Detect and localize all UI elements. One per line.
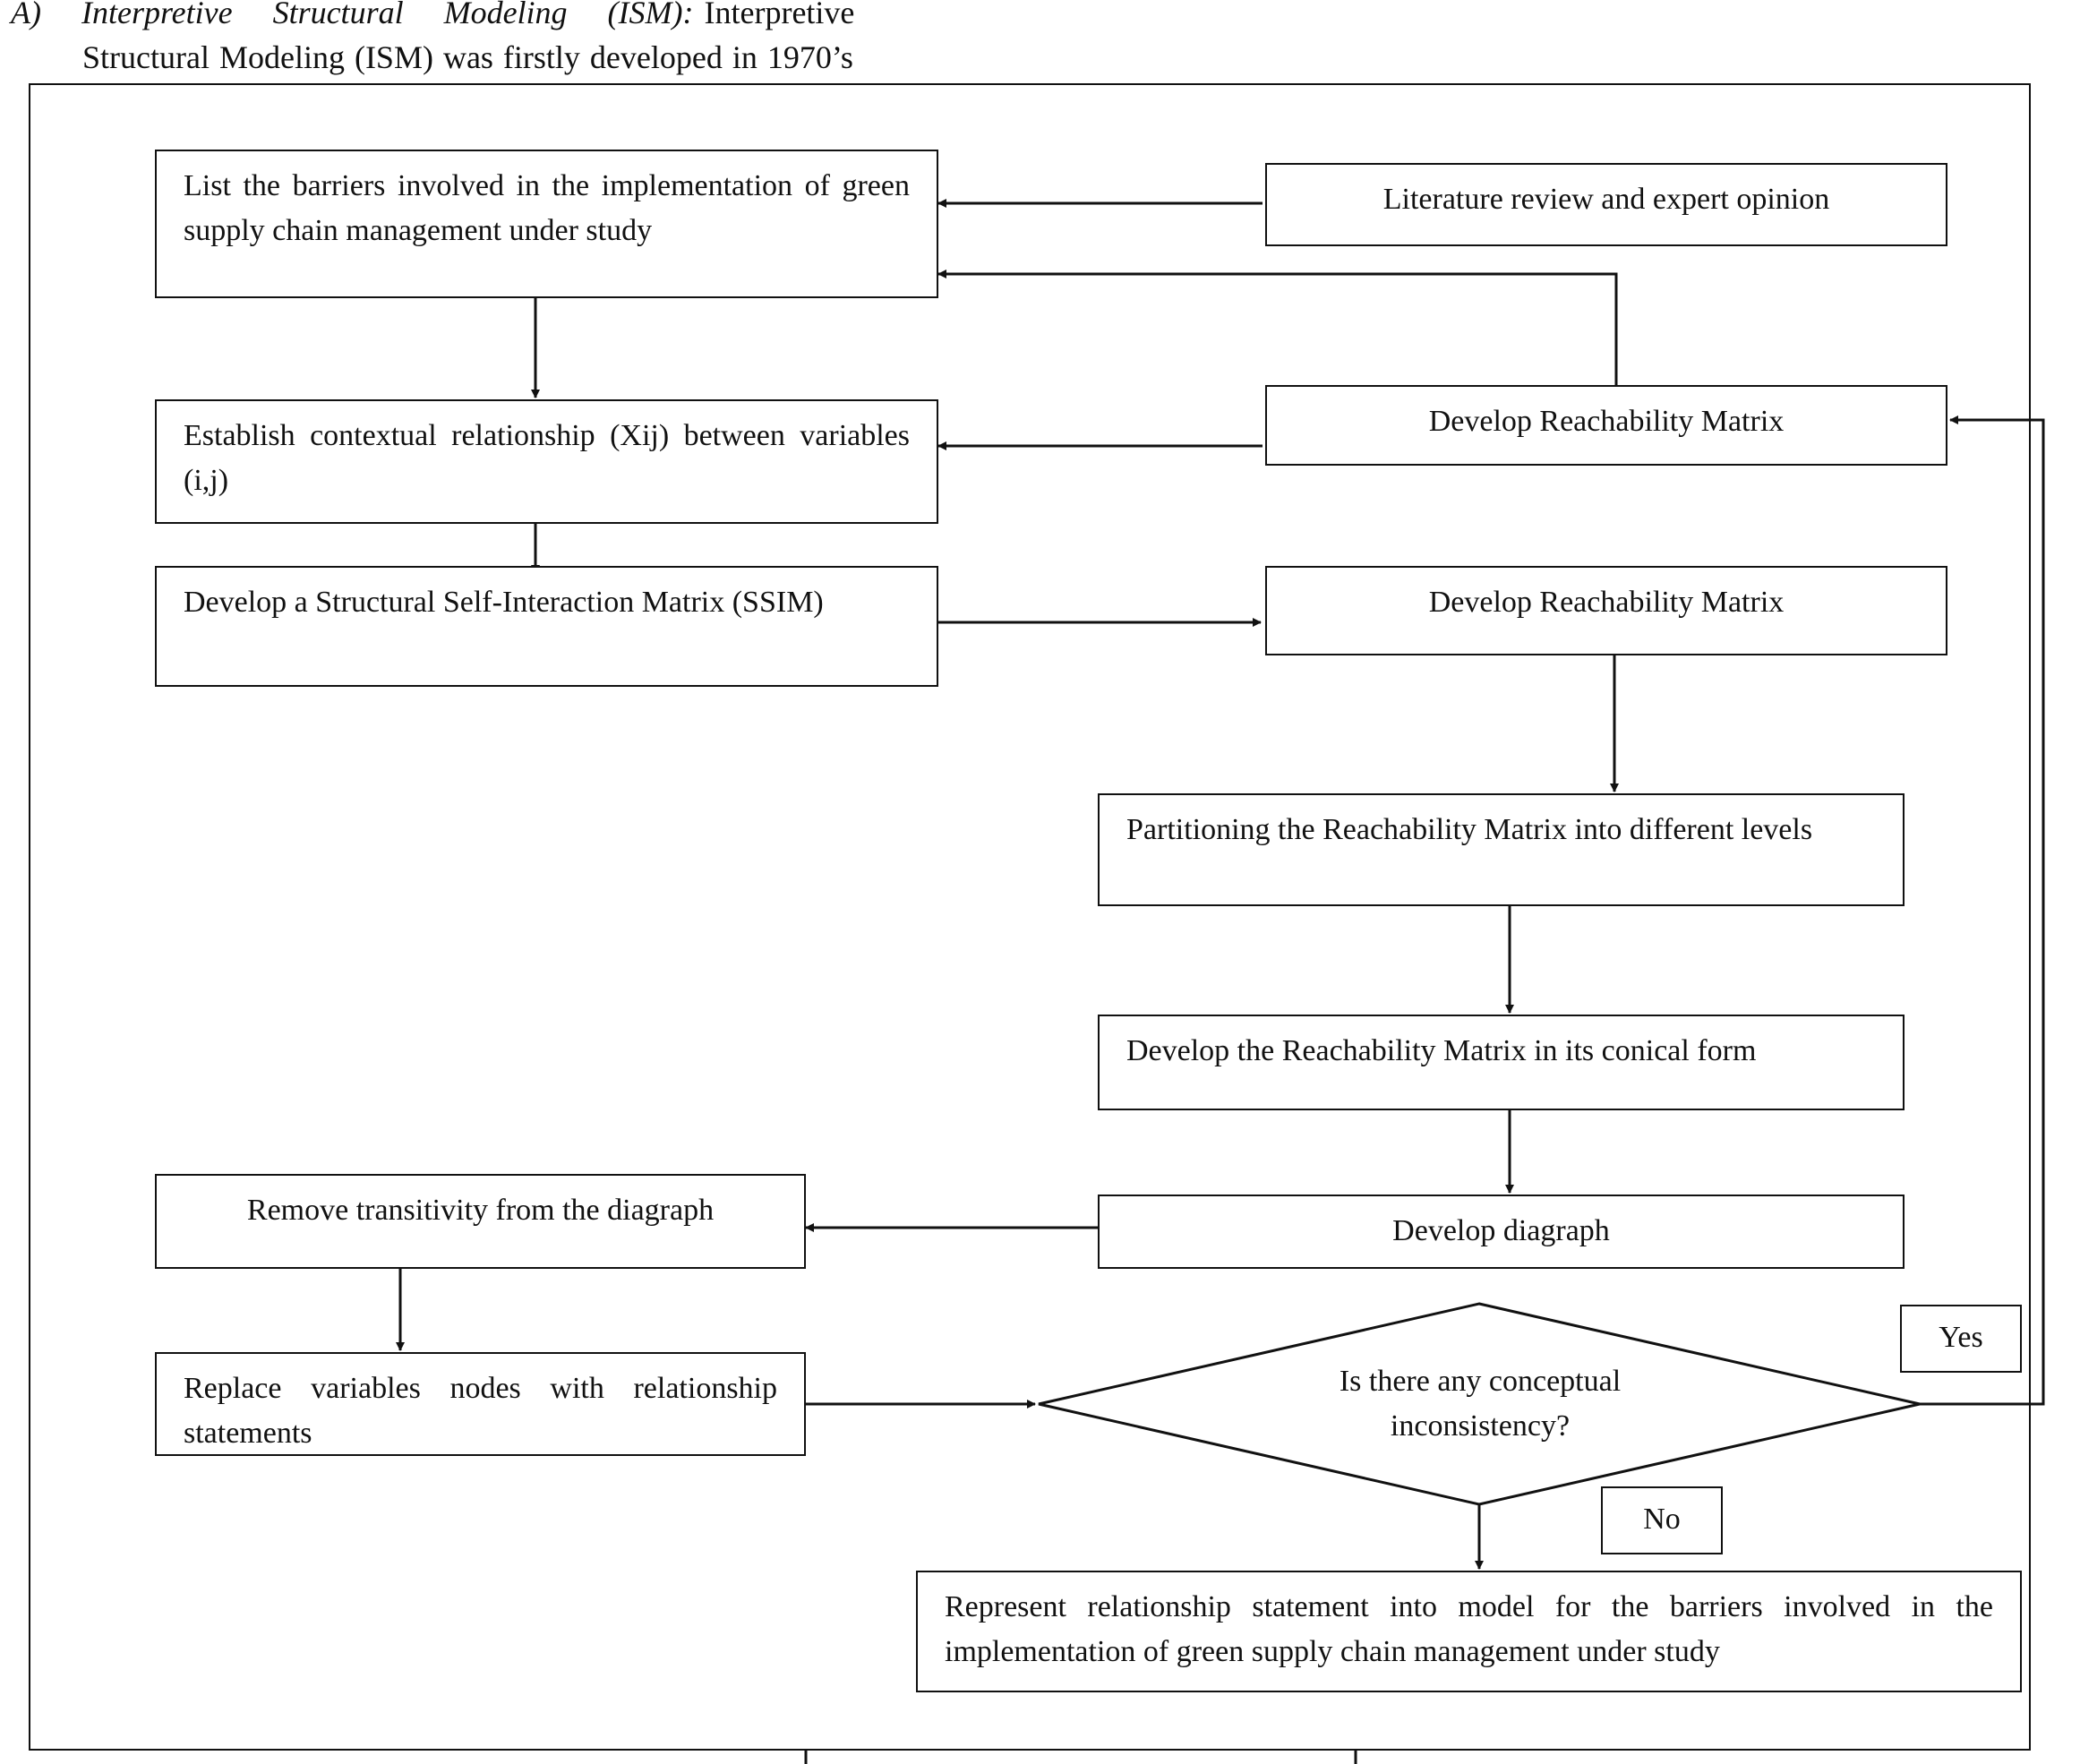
box-develop-ssim-text: Develop a Structural Self-Interaction Ma… [184,586,824,619]
box-establish-relationship-text: Establish contextual relationship (Xij) … [184,419,910,497]
box-conical-form: Develop the Reachability Matrix in its c… [1098,1015,1905,1110]
decision-diamond [1038,1302,1921,1506]
decision-text-line2: inconsistency? [1390,1409,1571,1443]
box-establish-relationship: Establish contextual relationship (Xij) … [155,399,938,524]
section-heading-line2: Structural Modeling (ISM) was firstly de… [82,39,853,75]
decision-text-line1: Is there any conceptual [1339,1365,1622,1398]
label-no: No [1601,1486,1723,1554]
box-develop-reachability-top-text: Develop Reachability Matrix [1428,405,1785,438]
arrow-reachability-top-to-list [937,270,1618,385]
section-heading-italic: A) Interpretive Structural Modeling (ISM… [11,0,694,30]
box-replace-variables: Replace variables nodes with relationshi… [155,1352,806,1456]
box-develop-reachability-mid-text: Develop Reachability Matrix [1428,586,1785,619]
section-heading-rest: Interpretive [704,0,855,30]
box-literature-review: Literature review and expert opinion [1265,163,1947,246]
arrow-decision-yes-to-reachability-top [1920,415,2045,1406]
box-remove-transitivity-text: Remove transitivity from the diagraph [246,1194,715,1227]
box-list-barriers-text: List the barriers involved in the implem… [184,169,910,247]
box-replace-variables-text: Replace variables nodes with relationshi… [184,1372,777,1450]
section-heading: A) Interpretive Structural Modeling (ISM… [11,0,854,32]
box-partitioning-text: Partitioning the Reachability Matrix int… [1126,813,1813,846]
label-yes: Yes [1900,1305,2022,1373]
box-represent-model-text: Represent relationship statement into mo… [945,1590,1993,1668]
figure-frame [29,83,2031,1751]
box-remove-transitivity: Remove transitivity from the diagraph [155,1174,806,1269]
box-develop-reachability-mid: Develop Reachability Matrix [1265,566,1947,655]
box-develop-ssim: Develop a Structural Self-Interaction Ma… [155,566,938,687]
box-conical-form-text: Develop the Reachability Matrix in its c… [1126,1034,1757,1067]
box-list-barriers: List the barriers involved in the implem… [155,150,938,298]
box-develop-reachability-top: Develop Reachability Matrix [1265,385,1947,466]
box-literature-review-text: Literature review and expert opinion [1382,183,1830,216]
box-develop-diagraph: Develop diagraph [1098,1195,1905,1269]
box-develop-diagraph-text: Develop diagraph [1392,1214,1610,1247]
decision-text: Is there any conceptual inconsistency? [1236,1359,1725,1449]
box-partitioning: Partitioning the Reachability Matrix int… [1098,793,1905,906]
box-represent-model: Represent relationship statement into mo… [916,1571,2022,1692]
